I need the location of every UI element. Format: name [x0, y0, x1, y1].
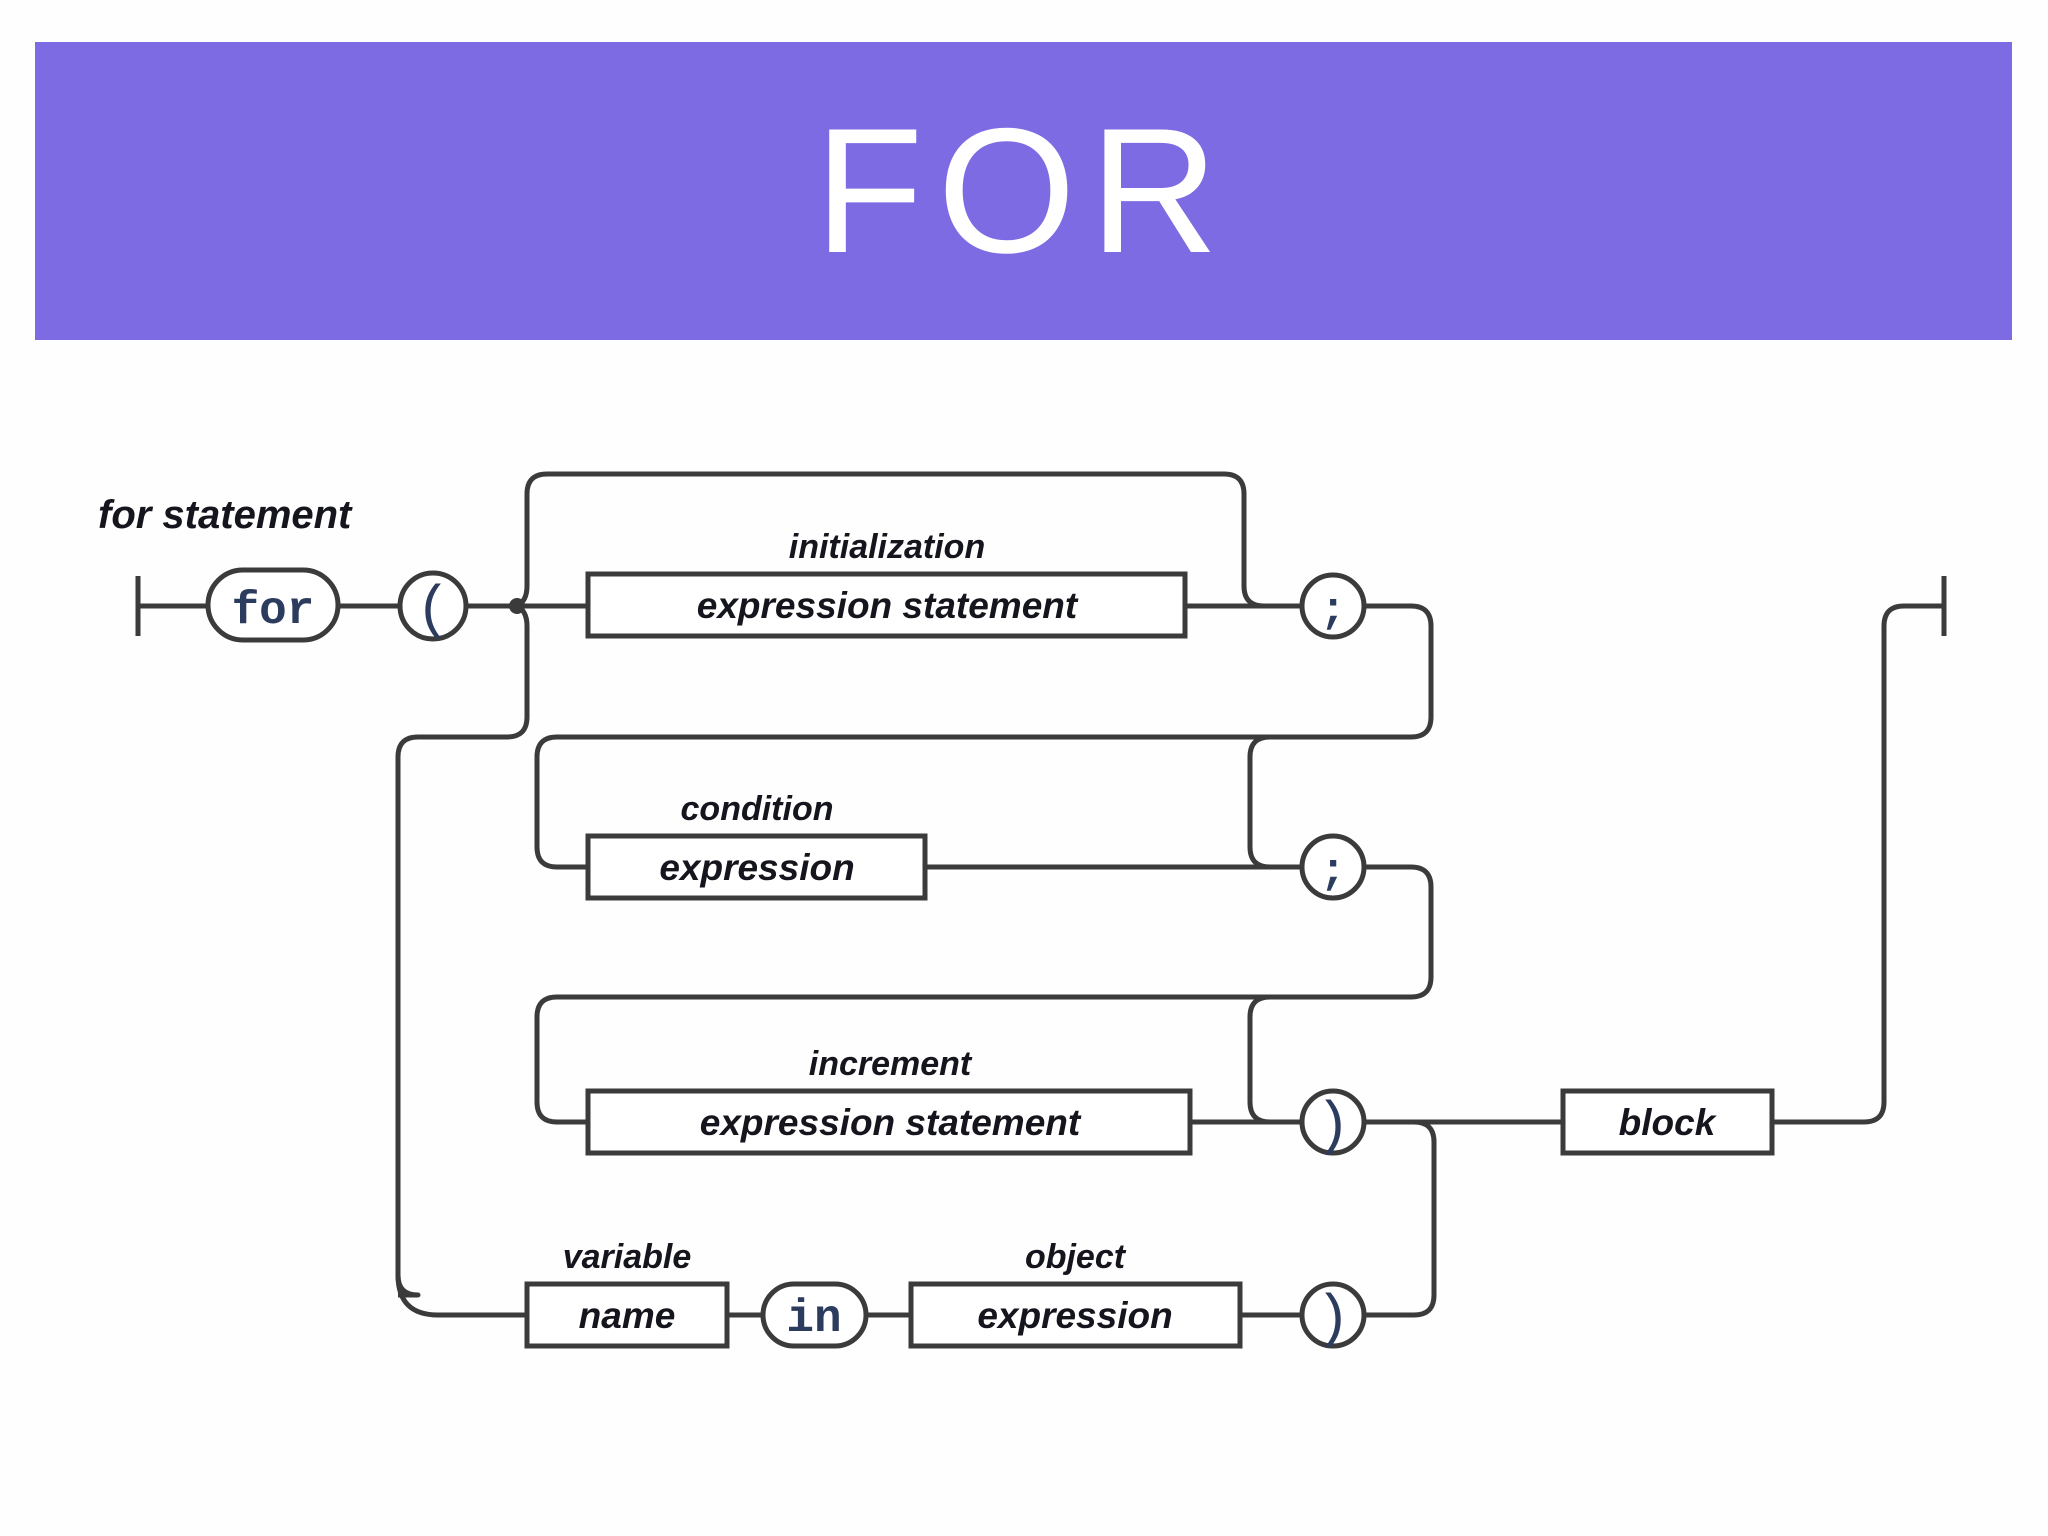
- increment-bypass-descent: [1247, 994, 1302, 1125]
- condition-bypass-descent: [1247, 734, 1302, 870]
- condition-label: condition: [681, 790, 834, 828]
- object-expression-box-text: expression: [977, 1295, 1172, 1336]
- condition-box-text: expression: [659, 847, 854, 888]
- title-banner: FOR: [35, 42, 2012, 340]
- close-paren-glyph-2: ): [1316, 1288, 1351, 1353]
- for-keyword-label: for: [232, 585, 315, 637]
- forin-branch-descent-upper: [395, 603, 530, 1298]
- variable-name-box: [524, 1281, 730, 1349]
- increment-label: increment: [809, 1045, 973, 1083]
- initialization-bypass-rail: [515, 471, 1302, 609]
- forin-output-ascent: [1364, 1119, 1437, 1318]
- diagram-heading: for statement: [98, 493, 353, 537]
- block-box-text: block: [1619, 1102, 1718, 1143]
- increment-box-text: expression statement: [700, 1102, 1082, 1143]
- forin-branch-descent-lower: [395, 1274, 527, 1318]
- open-paren-glyph: (: [416, 579, 451, 644]
- wrap-line-to-increment: [534, 864, 1434, 1125]
- slide-title: FOR: [814, 91, 1233, 290]
- semicolon-glyph-2: ;: [1320, 847, 1346, 897]
- initialization-box-text: expression statement: [697, 585, 1079, 626]
- variable-label: variable: [563, 1238, 692, 1276]
- initialization-box: [585, 571, 1188, 639]
- exit-line: [1772, 603, 1944, 1125]
- variable-name-box-text: name: [579, 1295, 676, 1336]
- in-keyword-label: in: [786, 1293, 841, 1345]
- wrap-line-to-condition: [534, 603, 1434, 870]
- semicolon-glyph-1: ;: [1320, 586, 1346, 636]
- block-box: [1560, 1088, 1775, 1156]
- object-label: object: [1025, 1238, 1127, 1276]
- initialization-label: initialization: [789, 528, 985, 566]
- close-paren-glyph-1: ): [1316, 1095, 1351, 1160]
